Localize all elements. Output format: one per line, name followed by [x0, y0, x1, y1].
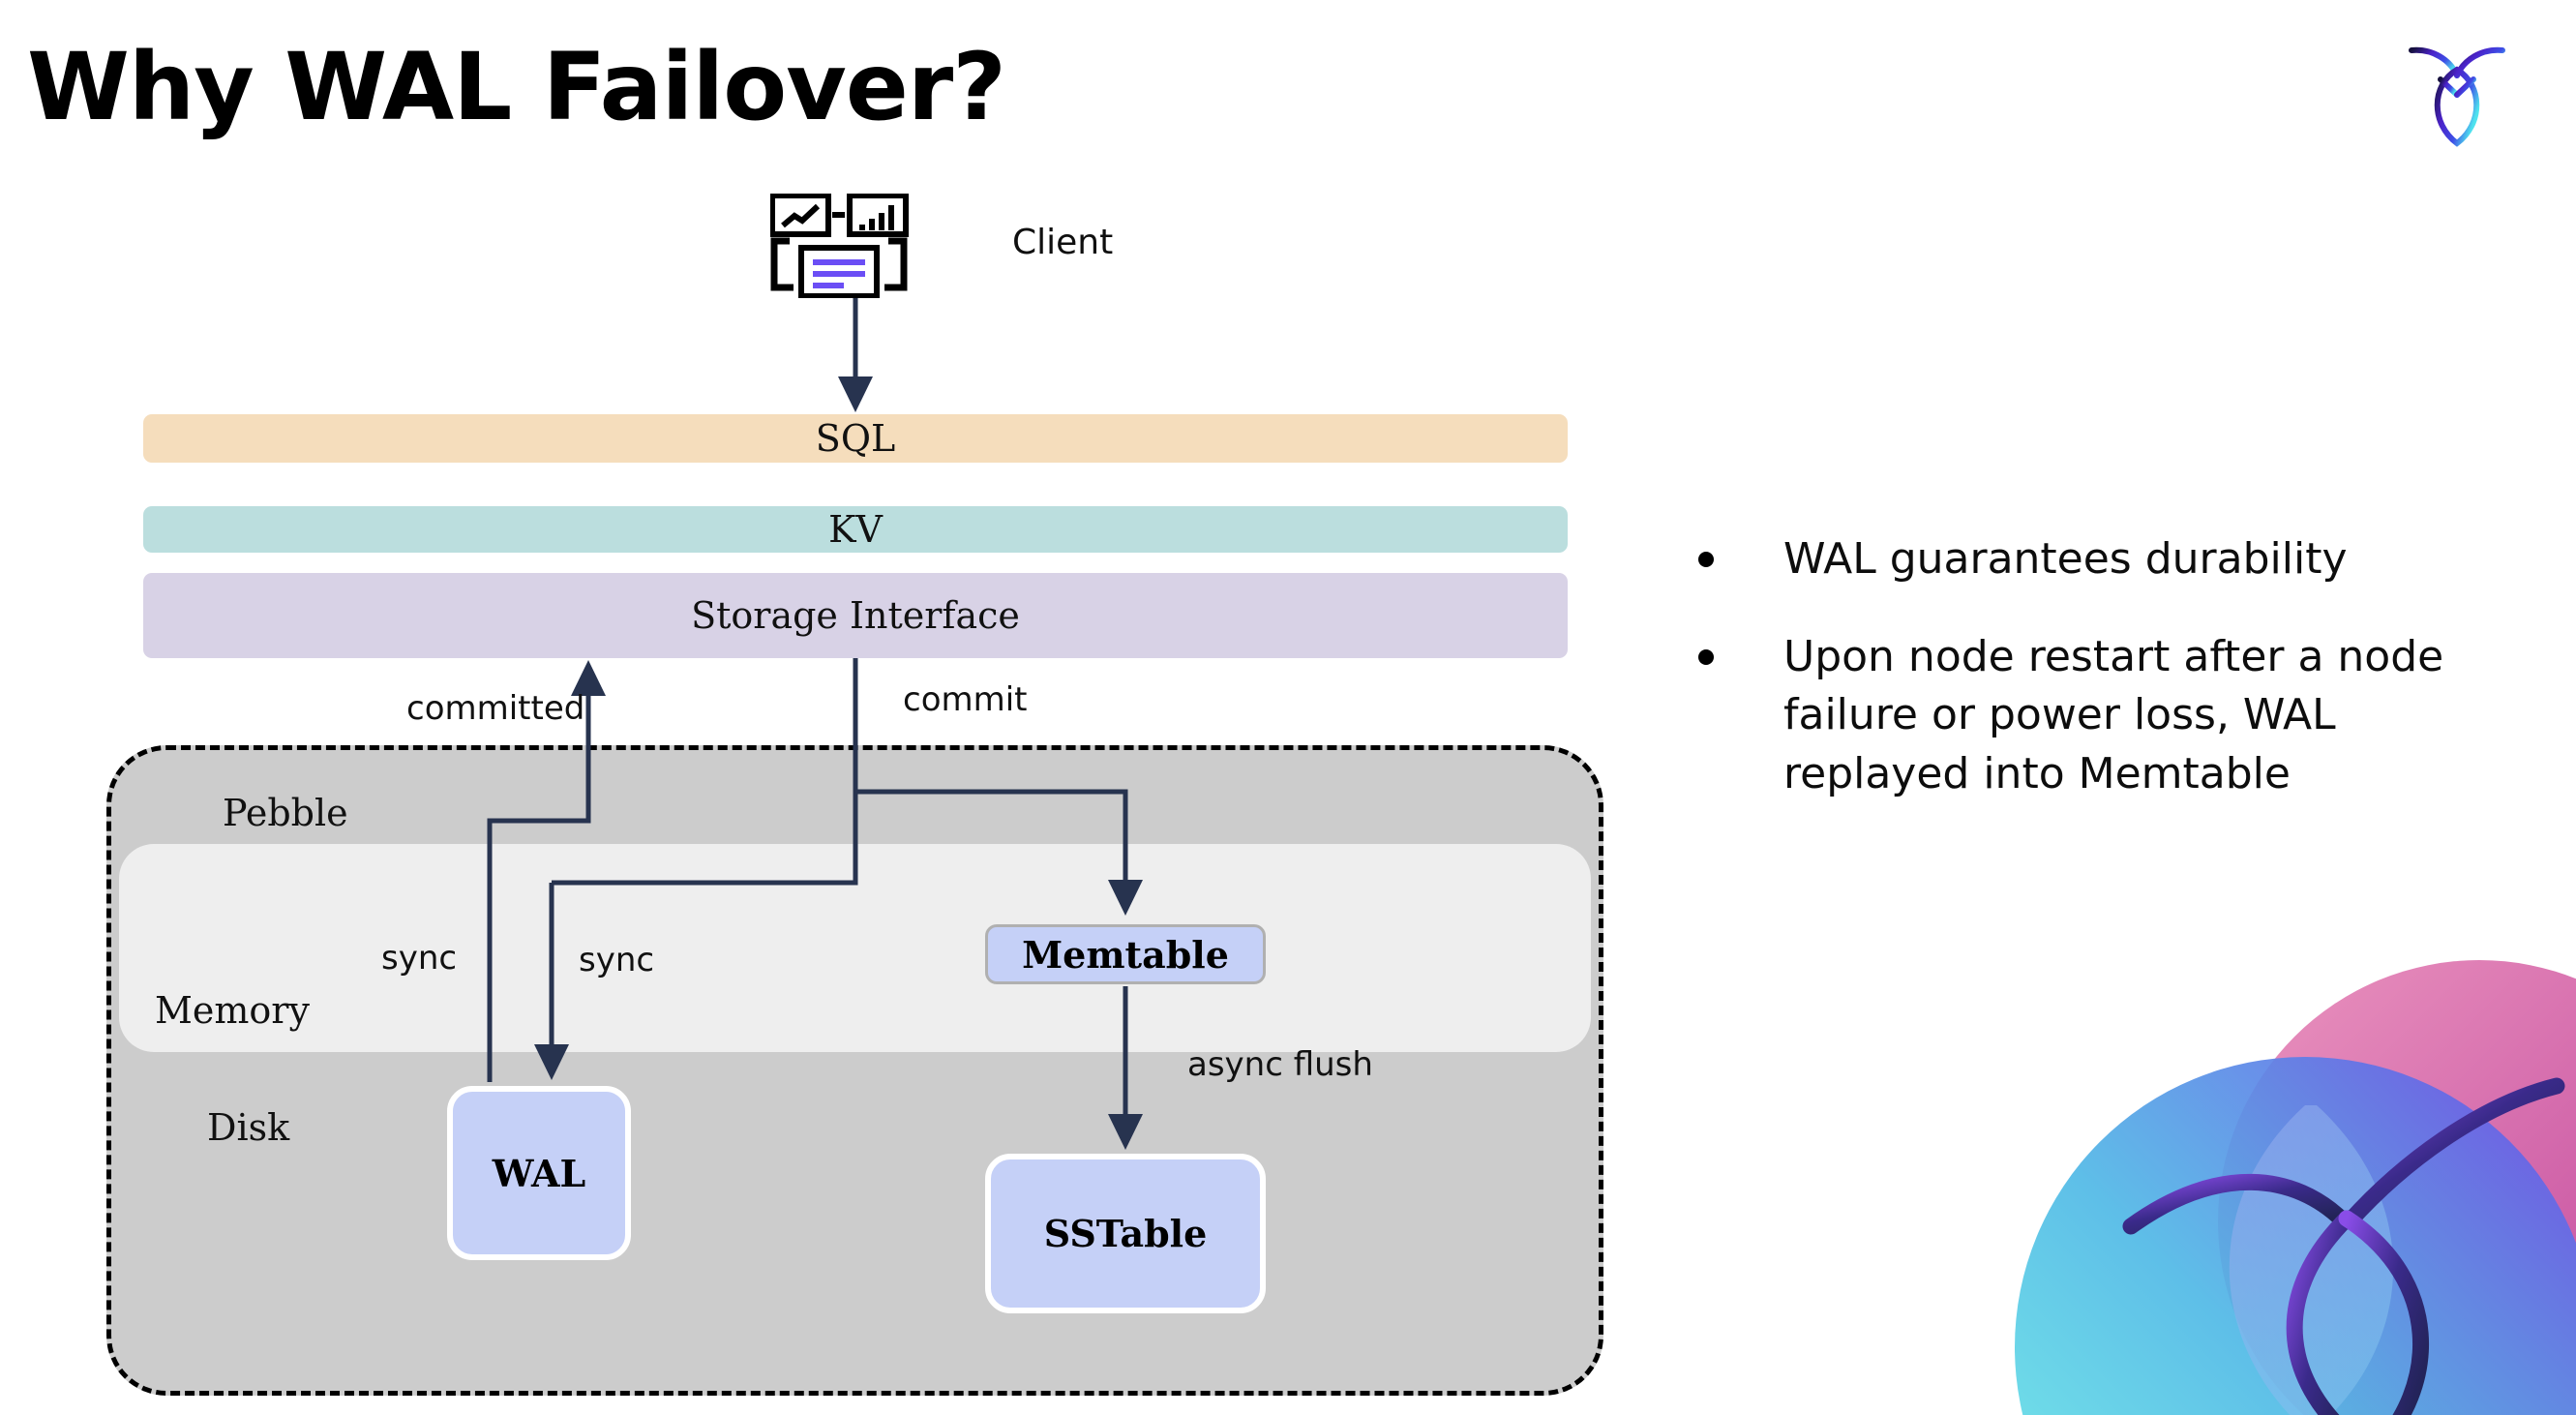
node-sstable-label: SSTable: [1043, 1212, 1208, 1255]
list-item: WAL guarantees durability: [1698, 530, 2511, 589]
bullet-dot-icon: [1698, 552, 1714, 567]
edge-label-async-flush: async flush: [1187, 1045, 1373, 1084]
page-title: Why WAL Failover?: [27, 33, 1006, 141]
pebble-container: [106, 745, 1603, 1396]
edge-label-commit: commit: [903, 680, 1028, 719]
bullet-text: WAL guarantees durability: [1783, 534, 2348, 584]
layer-bar-storage-interface-label: Storage Interface: [691, 594, 1020, 637]
client-dashboard-icon: [769, 193, 925, 299]
corner-artwork-decoration: [1976, 931, 2576, 1415]
memory-region: [119, 844, 1591, 1052]
node-memtable-label: Memtable: [1022, 932, 1229, 977]
node-memtable: Memtable: [985, 924, 1266, 984]
cockroachdb-logo-icon: [2404, 35, 2510, 151]
bullet-list: WAL guarantees durability Upon node rest…: [1698, 530, 2511, 843]
bullet-dot-icon: [1698, 648, 1714, 665]
edge-label-sync-right: sync: [579, 941, 655, 979]
client-label: Client: [1012, 223, 1114, 262]
layer-bar-sql: SQL: [143, 414, 1568, 463]
bullet-text: Upon node restart after a node failure o…: [1783, 631, 2444, 799]
list-item: Upon node restart after a node failure o…: [1698, 628, 2511, 804]
layer-bar-kv-label: KV: [828, 508, 883, 551]
node-sstable: SSTable: [985, 1154, 1266, 1313]
layer-bar-storage-interface: Storage Interface: [143, 573, 1568, 658]
disk-label: Disk: [207, 1106, 290, 1149]
layer-bar-sql-label: SQL: [815, 417, 896, 460]
edge-label-sync-left: sync: [381, 939, 458, 978]
memory-label: Memory: [155, 989, 310, 1032]
node-wal: WAL: [447, 1086, 631, 1260]
node-wal-label: WAL: [492, 1151, 586, 1195]
pebble-label: Pebble: [223, 792, 348, 834]
layer-bar-kv: KV: [143, 506, 1568, 553]
edge-label-committed: committed: [406, 689, 585, 728]
